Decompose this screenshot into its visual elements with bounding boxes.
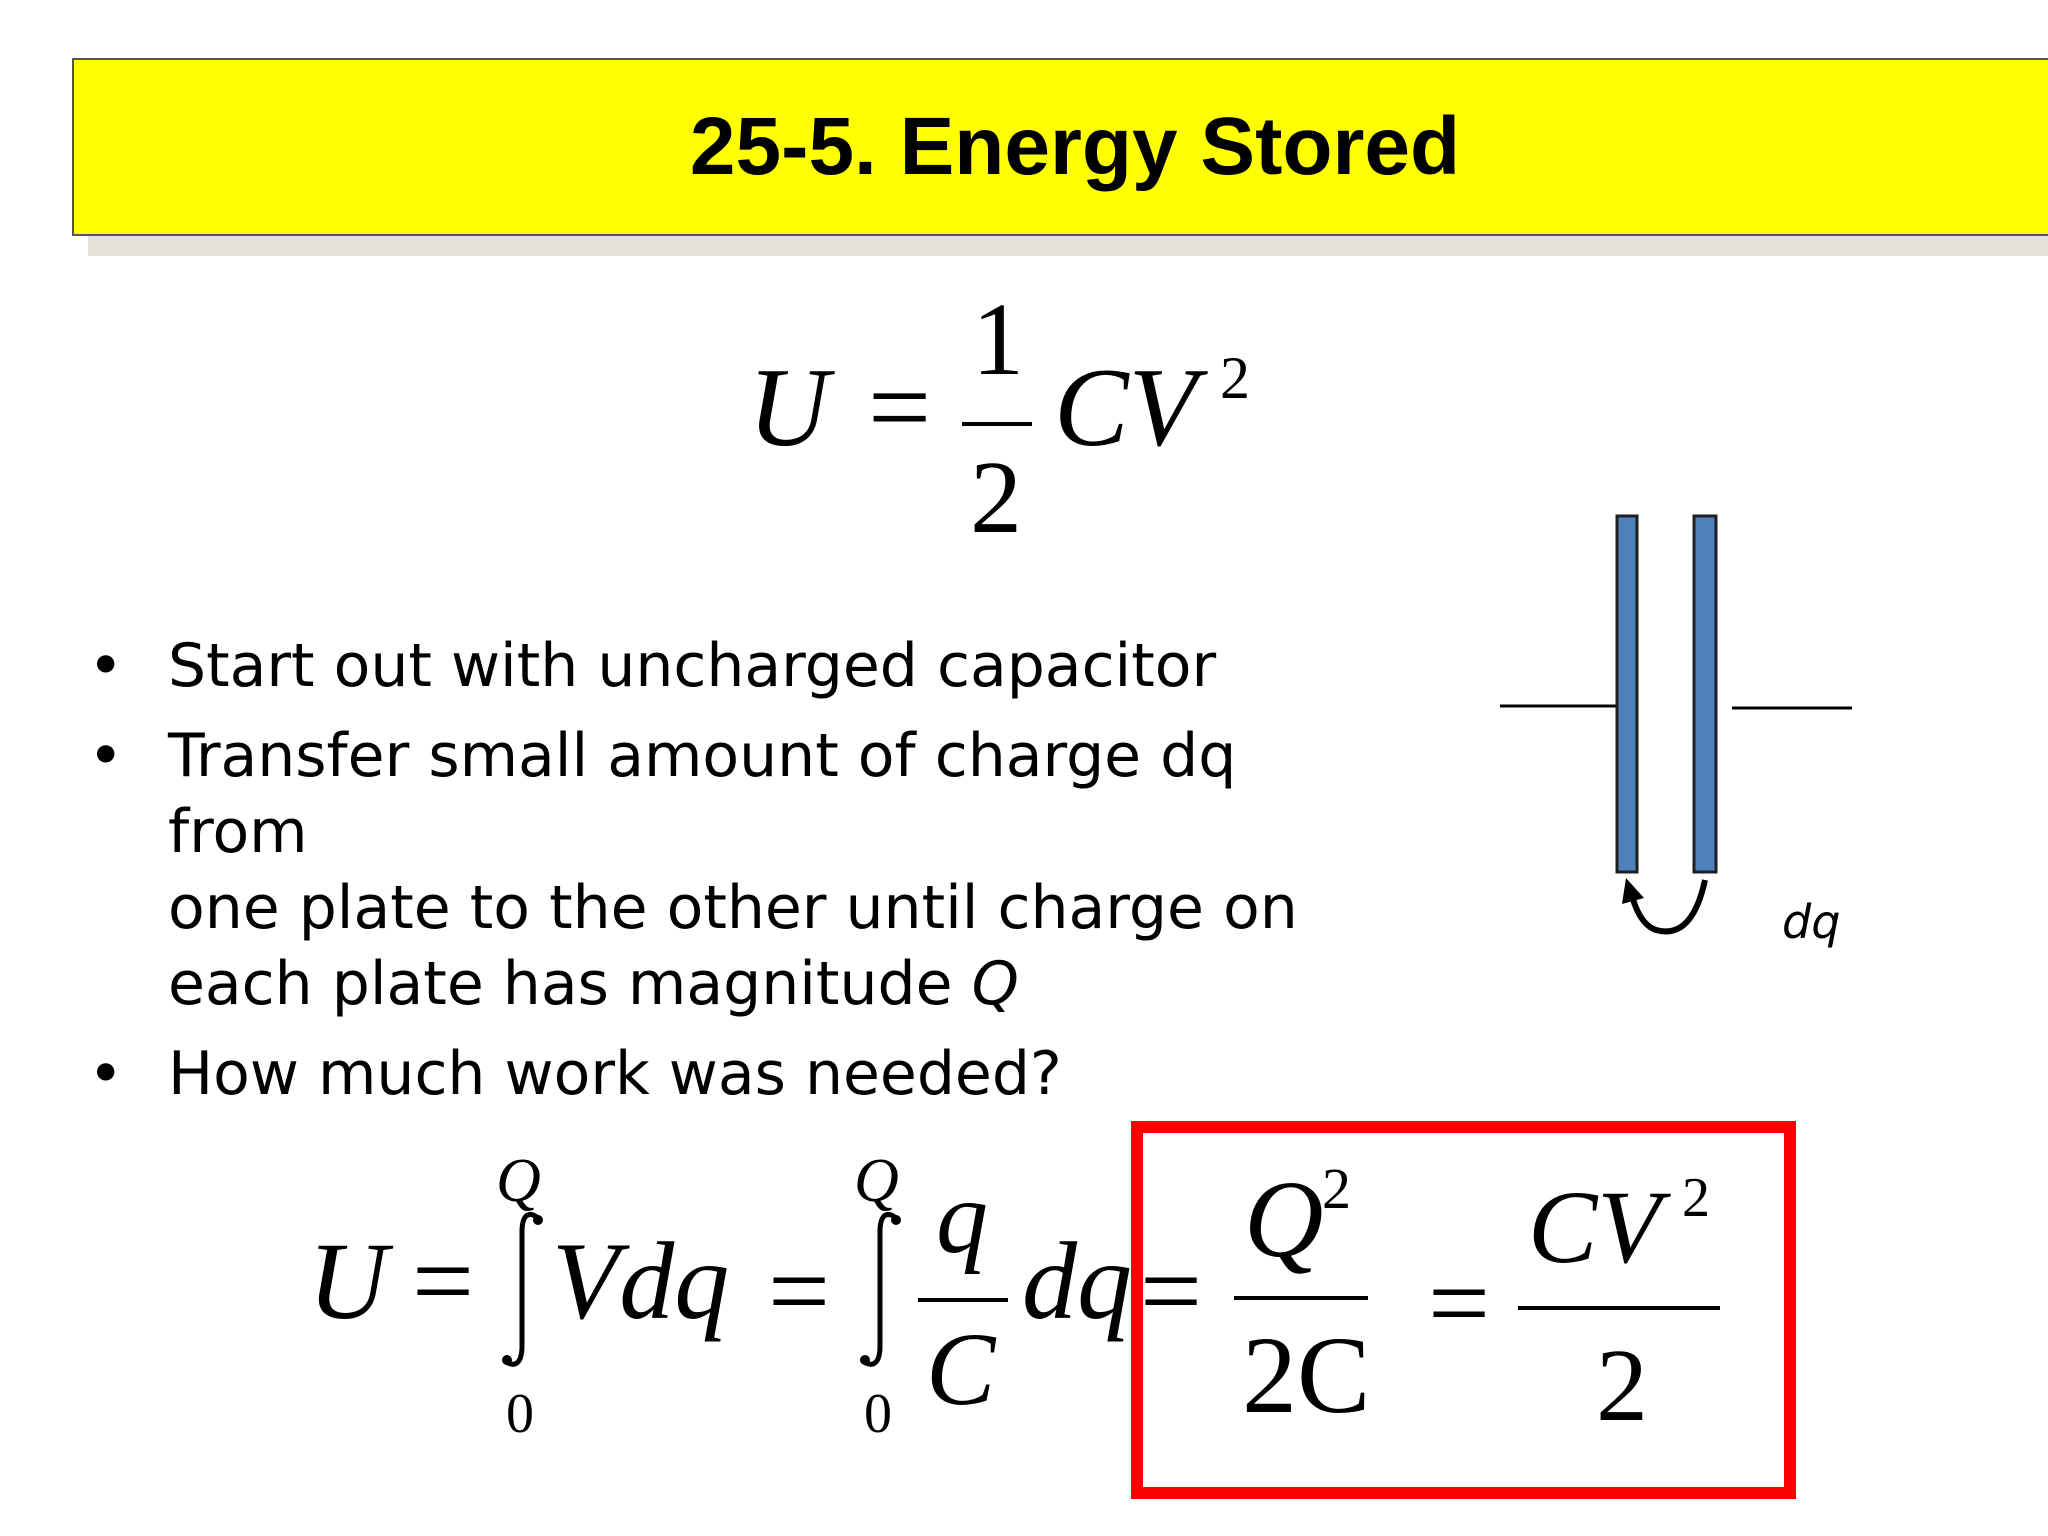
frac1-denominator: C	[926, 1312, 996, 1427]
bullet-text: Start out with uncharged capacitor	[168, 631, 1217, 701]
frac3-denominator: 2	[1596, 1328, 1648, 1443]
int2-lower-limit: 0	[864, 1383, 892, 1445]
int1-body: Vdq	[552, 1220, 730, 1342]
left-plate	[1615, 514, 1639, 874]
frac3-numerator-exponent: 2	[1682, 1167, 1710, 1229]
frac2-bar	[1234, 1296, 1368, 1300]
top-eq-lhs: U	[748, 346, 829, 470]
bullet-dot: •	[88, 1039, 124, 1109]
frac2-numerator: Q	[1244, 1158, 1324, 1280]
bullet-variable-q: Q	[971, 949, 1019, 1019]
right-plate	[1692, 514, 1718, 874]
integral-sign-icon	[502, 1212, 543, 1367]
slide-title: 25-5. Energy Stored	[689, 101, 1461, 192]
capacitor-diagram	[1500, 514, 1852, 935]
top-eq-fraction-bar	[962, 422, 1032, 426]
bullet-dot: •	[88, 631, 124, 701]
frac1-numerator: q	[936, 1160, 988, 1275]
top-eq-denominator: 2	[970, 440, 1022, 555]
bullet-dot: •	[88, 721, 124, 791]
int-eq-equals: =	[412, 1220, 475, 1342]
frac3-numerator: CV	[1528, 1170, 1661, 1285]
int1-upper-limit: Q	[496, 1147, 541, 1215]
int2-upper-limit: Q	[854, 1147, 899, 1215]
int1-lower-limit: 0	[506, 1383, 534, 1445]
frac1-bar	[918, 1298, 1008, 1302]
bullet-item: • Transfer small amount of charge dq fro…	[88, 718, 1388, 1022]
frac3-bar	[1518, 1306, 1720, 1310]
bullet-text-line: one plate to the other until charge on	[168, 873, 1298, 943]
bullet-list: • Start out with uncharged capacitor • T…	[88, 628, 1388, 1126]
charge-transfer-arrow	[1627, 879, 1708, 935]
answer-highlight-box	[1131, 1121, 1796, 1499]
top-eq-equals: =	[868, 346, 932, 470]
frac2-denominator: 2C	[1242, 1314, 1371, 1436]
top-eq-numerator: 1	[972, 282, 1024, 397]
int-eq-equals: =	[1428, 1242, 1491, 1364]
frac2-numerator-exponent: 2	[1322, 1156, 1351, 1221]
int2-dq: dq	[1022, 1220, 1132, 1342]
bullet-item: • How much work was needed?	[88, 1036, 1388, 1112]
arrow-head	[1622, 878, 1644, 904]
bullet-item: • Start out with uncharged capacitor	[88, 628, 1388, 704]
bullet-text: How much work was needed?	[168, 1039, 1062, 1109]
top-eq-body: CV	[1054, 346, 1198, 470]
bullet-text-line: Transfer small amount of charge dq from	[168, 721, 1237, 867]
int-eq-equals: =	[1140, 1230, 1203, 1352]
title-banner: 25-5. Energy Stored	[72, 58, 2048, 236]
top-eq-exponent: 2	[1220, 345, 1250, 411]
integral-sign-icon	[860, 1212, 901, 1367]
bullet-text-line: each plate has magnitude	[168, 949, 972, 1019]
int-eq-lhs: U	[308, 1220, 388, 1342]
dq-label: dq	[1782, 895, 1841, 949]
int-eq-equals: =	[768, 1230, 831, 1352]
